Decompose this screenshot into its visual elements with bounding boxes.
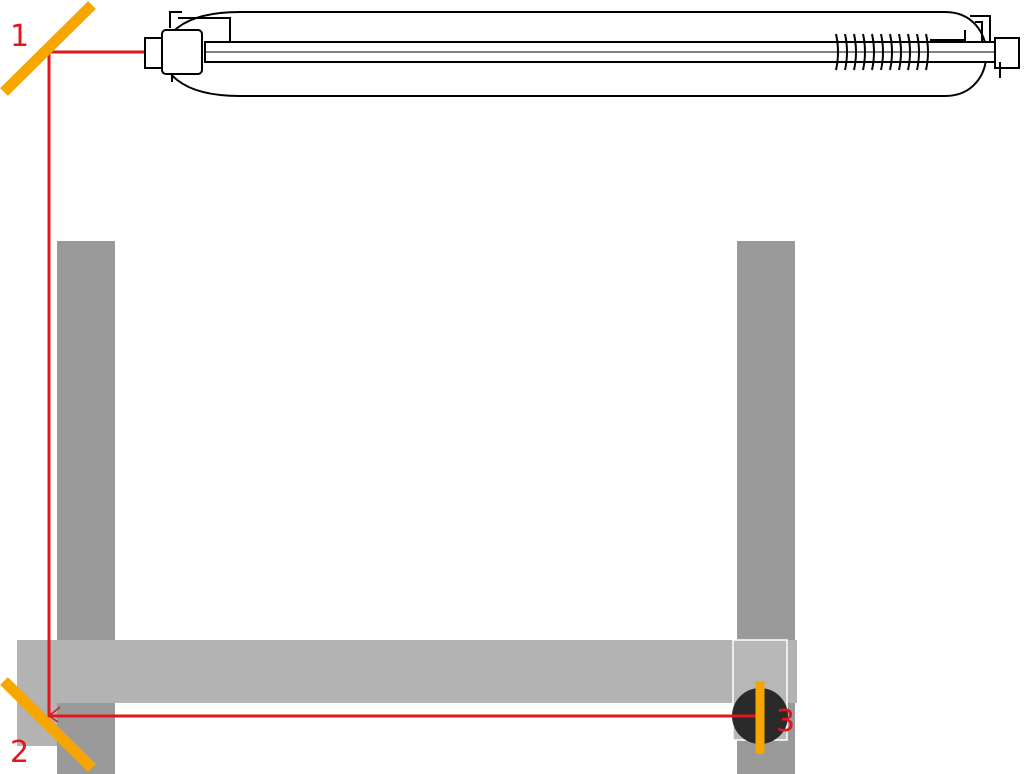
mirror-1-label: 1 — [10, 19, 29, 54]
cooling-coil — [835, 30, 966, 71]
mirror-1 — [0, 1, 96, 96]
laser-beam — [47, 50, 760, 718]
mirror-2 — [0, 677, 96, 772]
mirror-3-label: 3 — [776, 704, 795, 739]
mirror-2-label: 2 — [10, 735, 29, 770]
beam-arrow — [47, 706, 61, 723]
gantry — [17, 640, 797, 774]
laser-tube — [144, 11, 1020, 97]
